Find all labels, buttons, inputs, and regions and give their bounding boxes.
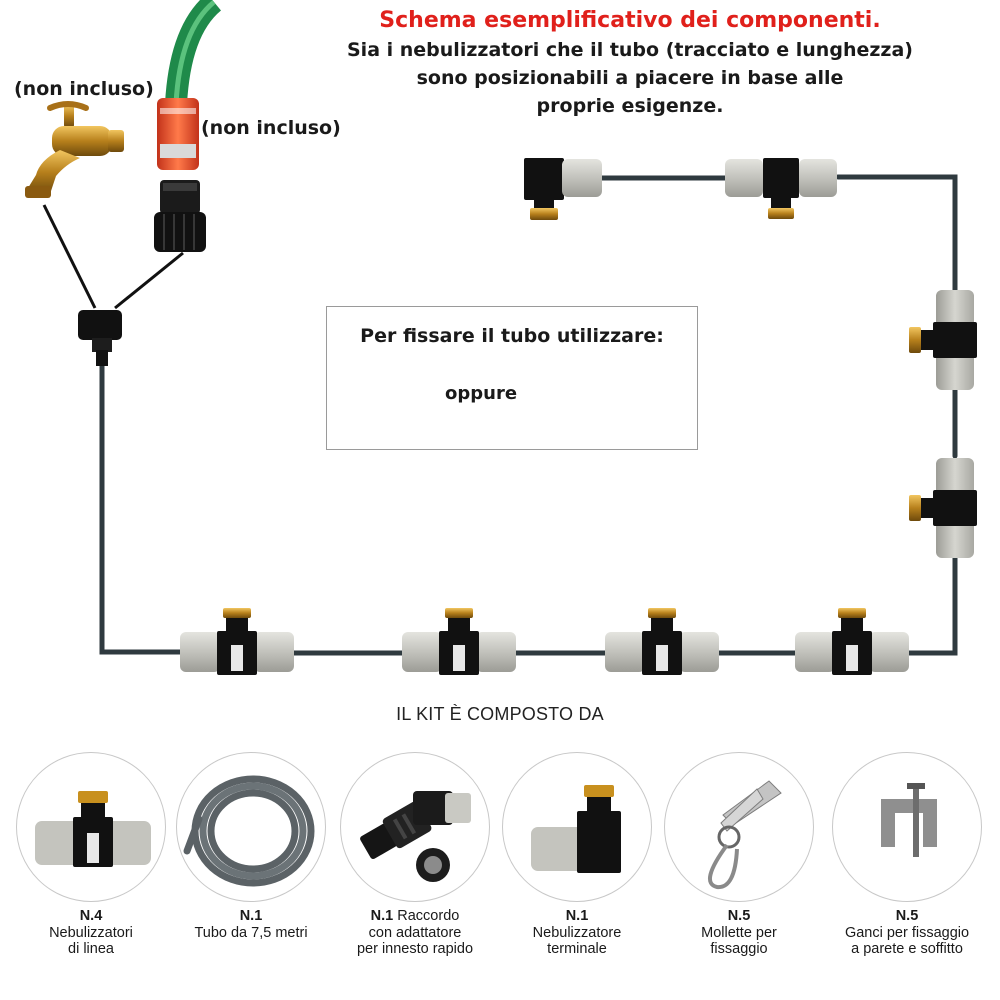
kit-item-line: con adattatore [368, 924, 462, 941]
kit-item-label: N.1 Nebulizzatore terminale [482, 908, 672, 958]
kit-item-line: di linea [68, 941, 114, 957]
kit-item-line: Mollette per [701, 924, 777, 941]
kit-item-line: Nebulizzatore [532, 924, 622, 941]
garden-tap-icon [25, 101, 124, 198]
kit-item-image [340, 752, 490, 902]
fixing-info-box: Per fissare il tubo utilizzare: oppure [326, 306, 698, 450]
hose-not-included-note: (non incluso) [201, 117, 341, 139]
hose-coil-icon [183, 775, 315, 887]
header-line-2: sono posizionabili a piacere in base all… [416, 67, 844, 89]
connection-lines [42, 204, 184, 310]
inline-nozzle [909, 290, 977, 390]
hook-icon [881, 783, 937, 857]
quick-connector-icon [154, 180, 206, 252]
kit-item-image [502, 752, 652, 902]
kit-item-qty: N.5 [727, 908, 751, 924]
kit-item-line: a parete e soffitto [851, 941, 963, 957]
garden-hose-icon [157, 0, 222, 170]
kit-item-qty: N.4 [79, 908, 103, 924]
kit-item-label: N.5 Mollette per fissaggio [644, 908, 834, 958]
kit-item-qty: N.1 [565, 908, 589, 924]
kit-item-clips: N.5 Mollette per fissaggio [664, 752, 814, 992]
end-nozzle [524, 158, 602, 220]
tap-not-included-note: (non incluso) [14, 78, 154, 100]
kit-item-line: Tubo da 7,5 metri [194, 924, 308, 941]
kit-item-connector: N.1 Raccordo con adattatore per innesto … [340, 752, 490, 992]
kit-item-qty: N.1 [370, 908, 394, 924]
kit-heading: IL KIT È COMPOSTO DA [396, 704, 604, 724]
kit-item-qty: N.5 [895, 908, 919, 924]
clip-icon [707, 780, 782, 890]
kit-item-image [176, 752, 326, 902]
header: Schema esemplificativo dei componenti. S… [300, 6, 960, 120]
end-nozzle-icon [531, 785, 621, 873]
kit-item-line: fissaggio [710, 941, 768, 957]
inline-nozzle [180, 608, 294, 675]
quick-connector-icon [360, 791, 471, 882]
kit-item-label: N.5 Ganci per fissaggio a parete e soffi… [812, 908, 1000, 958]
inline-nozzle [402, 608, 516, 675]
kit-item-line: per innesto rapido [356, 941, 474, 957]
kit-item-label: N.4 Nebulizzatori di linea [0, 908, 186, 958]
kit-item-qty: N.1 [239, 908, 263, 924]
header-line-1: Sia i nebulizzatori che il tubo (traccia… [347, 39, 913, 61]
inline-nozzle [605, 608, 719, 675]
inline-nozzle [909, 458, 977, 558]
kit-item-image [16, 752, 166, 902]
fixing-title: Per fissare il tubo utilizzare: [360, 325, 664, 347]
inline-nozzle-icon [35, 791, 151, 867]
kit-item-line: Raccordo [397, 908, 460, 924]
fixing-or-text: oppure [445, 383, 518, 404]
kit-item-label: N.1 Raccordo con adattatore per innesto … [320, 908, 510, 958]
kit-item-end-nozzle: N.1 Nebulizzatore terminale [502, 752, 652, 992]
kit-item-hose: N.1 Tubo da 7,5 metri [176, 752, 326, 992]
kit-item-line: Nebulizzatori [49, 924, 133, 941]
layout-diagram [25, 0, 977, 675]
inline-nozzle [725, 158, 837, 219]
kit-item-line: terminale [547, 941, 607, 957]
kit-item-hooks: N.5 Ganci per fissaggio a parete e soffi… [832, 752, 982, 992]
kit-item-line: Ganci per fissaggio [844, 924, 970, 941]
header-line-3: proprie esigenze. [536, 95, 724, 117]
tap-adapter-icon [78, 310, 122, 366]
inline-nozzle [795, 608, 909, 675]
page-title: Schema esemplificativo dei componenti. [379, 8, 881, 33]
kit-item-image [664, 752, 814, 902]
kit-item-label: N.1 Tubo da 7,5 metri [156, 908, 346, 941]
kit-item-inline-nozzles: N.4 Nebulizzatori di linea [16, 752, 166, 992]
kit-item-image [832, 752, 982, 902]
tube-path [99, 174, 958, 656]
